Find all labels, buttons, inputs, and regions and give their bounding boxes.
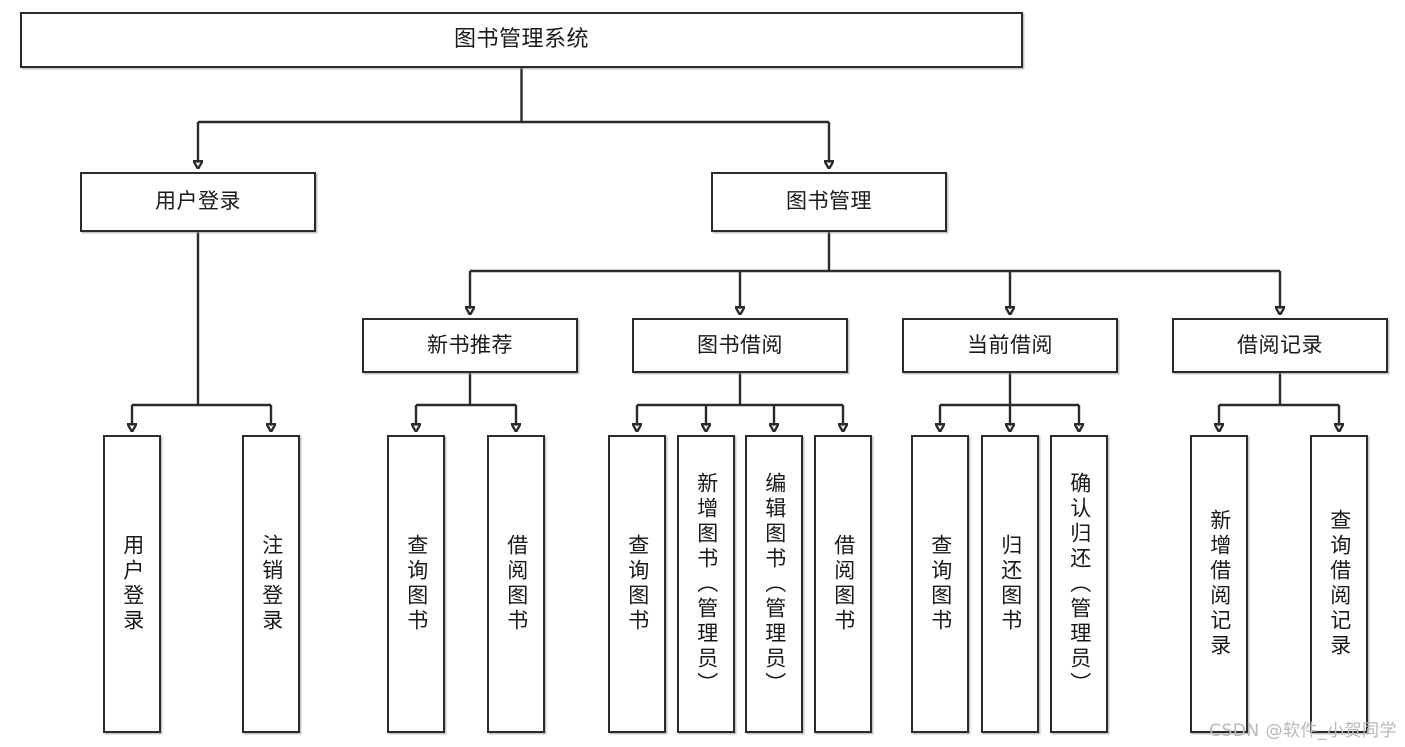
- node-leaf-query-book-1[interactable]: 查询图书: [387, 435, 445, 733]
- node-label: 查询借阅记录: [1327, 509, 1352, 659]
- node-borrow-record[interactable]: 借阅记录: [1172, 318, 1388, 373]
- node-label: 图书借阅: [697, 332, 783, 357]
- node-new-book-rec[interactable]: 新书推荐: [362, 318, 578, 373]
- node-leaf-query-book-3[interactable]: 查询图书: [911, 435, 969, 733]
- node-label: 用户登录: [120, 534, 145, 634]
- node-label: 查询图书: [625, 534, 650, 634]
- node-label: 图书管理系统: [453, 26, 589, 52]
- node-label: 查询图书: [928, 534, 953, 634]
- node-label: 当前借阅: [967, 332, 1053, 357]
- node-label: 用户登录: [155, 189, 241, 214]
- node-leaf-add-book[interactable]: 新增图书（管理员）: [677, 435, 735, 733]
- node-label: 查询图书: [404, 534, 429, 634]
- node-label: 借阅图书: [831, 534, 856, 634]
- node-leaf-user-login[interactable]: 用户登录: [103, 435, 161, 733]
- node-user-login[interactable]: 用户登录: [80, 172, 316, 232]
- node-label: 图书管理: [786, 189, 872, 214]
- node-label: 借阅图书: [504, 534, 529, 634]
- node-current-borrow[interactable]: 当前借阅: [902, 318, 1118, 373]
- node-leaf-confirm-return[interactable]: 确认归还（管理员）: [1050, 435, 1108, 733]
- node-leaf-borrow-book-2[interactable]: 借阅图书: [814, 435, 872, 733]
- node-leaf-add-record[interactable]: 新增借阅记录: [1190, 435, 1248, 733]
- node-label: 编辑图书（管理员）: [762, 471, 787, 697]
- node-root[interactable]: 图书管理系统: [20, 12, 1023, 68]
- node-label: 确认归还（管理员）: [1067, 471, 1092, 697]
- node-label: 归还图书: [998, 534, 1023, 634]
- node-leaf-query-record[interactable]: 查询借阅记录: [1310, 435, 1368, 733]
- node-label: 借阅记录: [1237, 332, 1323, 357]
- node-leaf-edit-book[interactable]: 编辑图书（管理员）: [745, 435, 803, 733]
- node-label: 注销登录: [259, 534, 284, 634]
- node-book-borrow[interactable]: 图书借阅: [632, 318, 848, 373]
- node-label: 新书推荐: [427, 332, 513, 357]
- node-leaf-return-book[interactable]: 归还图书: [981, 435, 1039, 733]
- watermark-label: CSDN @软件_小贺同学: [1209, 721, 1397, 741]
- node-leaf-query-book-2[interactable]: 查询图书: [608, 435, 666, 733]
- node-label: 新增图书（管理员）: [694, 471, 719, 697]
- node-book-manage[interactable]: 图书管理: [711, 172, 947, 232]
- node-leaf-logout[interactable]: 注销登录: [242, 435, 300, 733]
- node-leaf-borrow-book-1[interactable]: 借阅图书: [487, 435, 545, 733]
- node-label: 新增借阅记录: [1207, 509, 1232, 659]
